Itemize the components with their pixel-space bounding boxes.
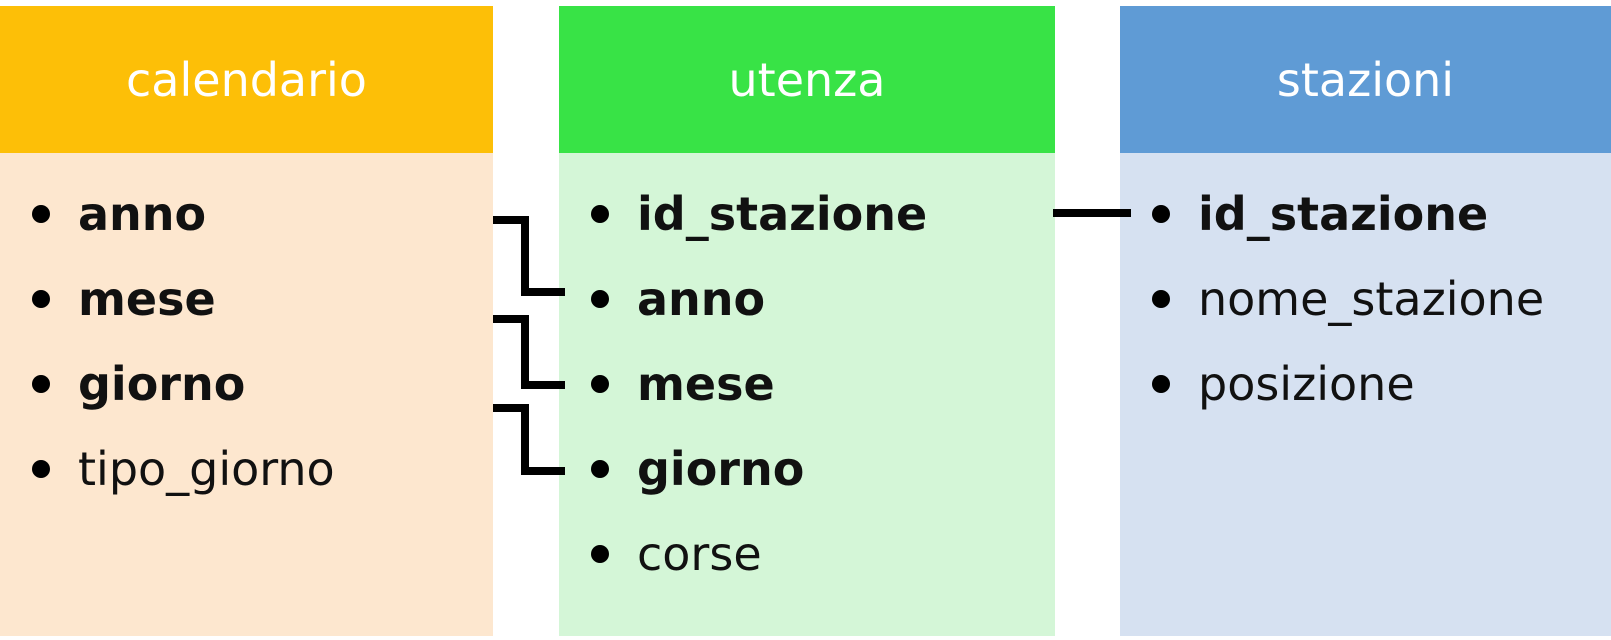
table-utenza: utenza id_stazione anno mese giorno cors… — [559, 6, 1055, 636]
field-anno: anno — [32, 184, 206, 244]
field-giorno: giorno — [591, 439, 804, 499]
field-label: anno — [78, 187, 207, 241]
table-body-calendario: anno mese giorno tipo_giorno — [0, 153, 493, 636]
table-body-stazioni: id_stazione nome_stazione posizione — [1120, 153, 1611, 636]
field-id-stazione: id_stazione — [1152, 184, 1488, 244]
field-posizione: posizione — [1152, 354, 1415, 414]
field-label: giorno — [637, 442, 805, 496]
field-label: tipo_giorno — [78, 442, 335, 496]
bullet-icon — [32, 205, 50, 223]
bullet-icon — [591, 375, 609, 393]
bullet-icon — [32, 290, 50, 308]
field-tipo-giorno: tipo_giorno — [32, 439, 335, 499]
table-stazioni: stazioni id_stazione nome_stazione posiz… — [1120, 6, 1611, 636]
field-giorno: giorno — [32, 354, 245, 414]
field-label: mese — [637, 357, 775, 411]
field-id-stazione: id_stazione — [591, 184, 927, 244]
table-header-utenza: utenza — [559, 6, 1055, 153]
connector-anno — [493, 216, 565, 296]
field-label: corse — [637, 527, 762, 581]
field-label: id_stazione — [1198, 187, 1489, 241]
table-body-utenza: id_stazione anno mese giorno corse — [559, 153, 1055, 636]
table-header-stazioni: stazioni — [1120, 6, 1611, 153]
bullet-icon — [591, 545, 609, 563]
bullet-icon — [32, 460, 50, 478]
field-anno: anno — [591, 269, 765, 329]
field-label: giorno — [78, 357, 246, 411]
table-title: utenza — [728, 52, 886, 107]
bullet-icon — [1152, 290, 1170, 308]
field-label: nome_stazione — [1198, 272, 1545, 326]
bullet-icon — [32, 375, 50, 393]
field-mese: mese — [32, 269, 216, 329]
bullet-icon — [591, 460, 609, 478]
field-label: anno — [637, 272, 766, 326]
field-label: mese — [78, 272, 216, 326]
bullet-icon — [591, 290, 609, 308]
table-calendario: calendario anno mese giorno tipo_giorno — [0, 6, 493, 636]
bullet-icon — [591, 205, 609, 223]
field-label: id_stazione — [637, 187, 928, 241]
field-nome-stazione: nome_stazione — [1152, 269, 1544, 329]
field-corse: corse — [591, 524, 762, 584]
connector-giorno — [493, 404, 565, 475]
table-header-calendario: calendario — [0, 6, 493, 153]
field-label: posizione — [1198, 357, 1415, 411]
table-title: stazioni — [1276, 52, 1455, 107]
bullet-icon — [1152, 375, 1170, 393]
field-mese: mese — [591, 354, 775, 414]
connector-mese — [493, 315, 565, 389]
bullet-icon — [1152, 205, 1170, 223]
table-title: calendario — [126, 52, 367, 107]
